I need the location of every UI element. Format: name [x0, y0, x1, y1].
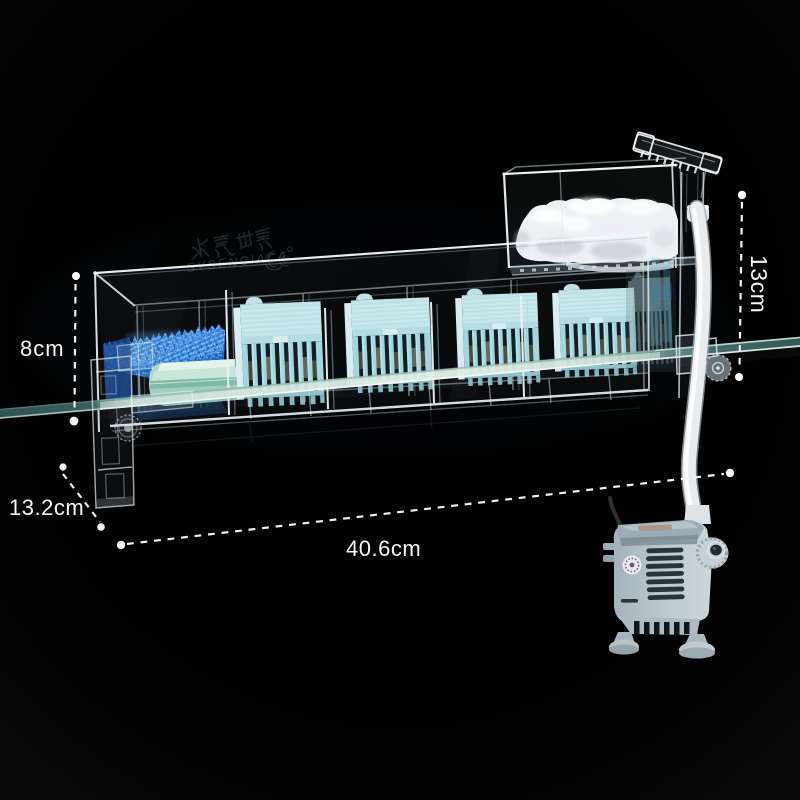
svg-text:8cm: 8cm [20, 336, 65, 361]
svg-text:40.6cm: 40.6cm [346, 536, 421, 561]
svg-text:13cm: 13cm [746, 255, 772, 313]
svg-text:13.2cm: 13.2cm [9, 495, 84, 520]
